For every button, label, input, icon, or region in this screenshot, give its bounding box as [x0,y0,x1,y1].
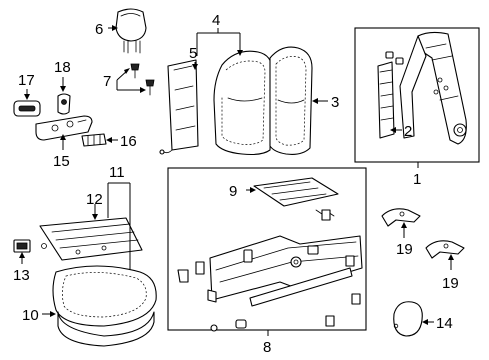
cushion-heater [39,217,143,261]
callout-7: 7 [103,73,111,90]
callout-6: 6 [95,21,103,38]
bracket-lower [425,240,465,259]
switch-knob [13,100,41,117]
side-shield [35,115,93,141]
clip-13 [13,239,47,253]
seatback-pad [269,46,313,155]
callout-8: 8 [263,339,271,356]
callout-12: 12 [86,191,103,208]
callout-17: 17 [18,72,35,89]
seat-adjuster [207,235,363,307]
callout-18: 18 [54,59,71,76]
callout-15: 15 [53,153,70,170]
callout-9: 9 [229,183,237,200]
callout-1: 1 [413,171,421,188]
clips [130,63,155,96]
callout-14: 14 [436,315,453,332]
bracket-upper [381,208,421,227]
callout-11: 11 [109,164,125,181]
seat-cushion [52,265,157,347]
adjuster-box [167,167,367,331]
side-cover [393,301,423,337]
callout-19-a: 19 [396,241,413,258]
seatback-frame [399,31,467,145]
callout-5: 5 [189,45,197,62]
power-switch [81,133,107,147]
callout-3: 3 [331,94,339,111]
callout-4: 4 [212,12,220,29]
lever [57,93,71,115]
seatback-cover [213,50,273,156]
seat-pan [253,177,339,217]
frame-box [354,27,480,163]
callout-19-b: 19 [442,275,459,292]
adjuster-small-parts [177,209,361,332]
callout-2: 2 [404,123,412,140]
headrest [115,8,147,54]
callout-10: 10 [22,307,39,324]
lumbar-support [377,51,404,139]
callout-16: 16 [120,133,137,150]
callout-13: 13 [13,267,30,284]
back-board [159,59,199,155]
